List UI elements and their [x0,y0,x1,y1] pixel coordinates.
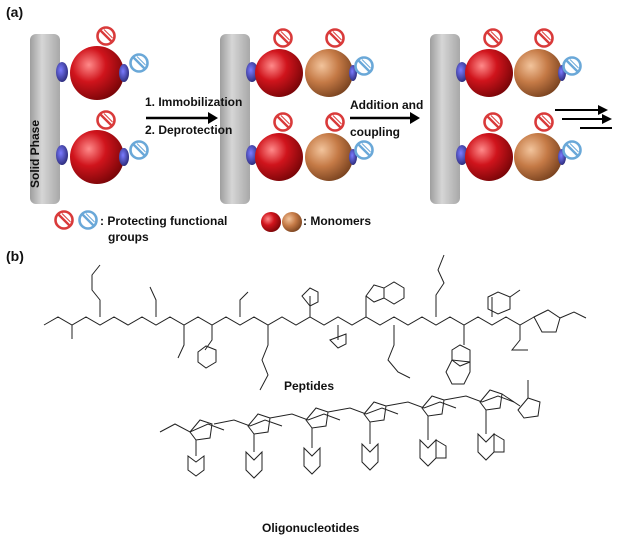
peptides-caption: Peptides [284,379,335,393]
step2-line2: coupling [350,125,400,139]
oligonucleotides-caption: Oligonucleotides [262,521,360,535]
panel-a-label: (a) [6,4,24,20]
stage-3 [456,28,582,181]
legend-monomers-label: : Monomers [303,214,372,228]
solid-phase-bar-2 [220,34,250,204]
peptide-structure [43,254,587,391]
step1-line1: 1. Immobilization [145,95,243,109]
solid-phase-label: Solid Phase [28,119,42,188]
legend-protecting-label: : Protecting functional [100,214,228,228]
step1-line2: 2. Deprotection [145,123,233,137]
stage-1 [56,26,149,184]
panel-b-label: (b) [6,248,24,264]
stage-2 [246,28,374,181]
legend-protecting-label-2: groups [108,230,149,244]
oligonucleotide-structure [159,380,541,479]
solid-phase-bar-1 [30,34,60,204]
step2-line1: Addition and [350,98,424,112]
continuation-arrows [555,105,612,129]
solid-phase-bar-3 [430,34,460,204]
